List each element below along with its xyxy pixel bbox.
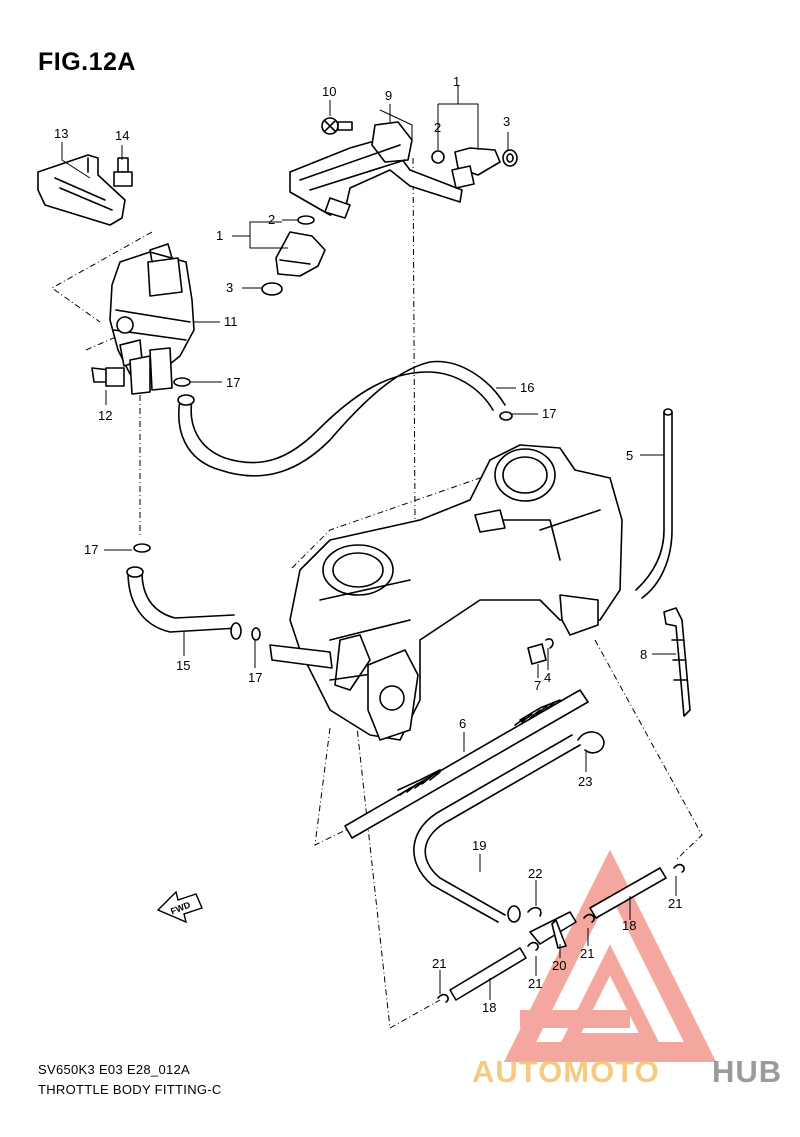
callout-22: 22 [528,866,542,881]
part-10-screw [321,117,353,135]
watermark-part1: AUTOMOTO [472,1054,660,1089]
callout-17: 17 [84,542,98,557]
fwd-arrow-icon: FWD [156,890,203,924]
callout-17: 17 [248,670,262,685]
part-1-injector-upper [431,147,518,189]
part-4-clip [545,638,554,649]
leader-lines [61,86,677,1000]
callout-numbers: 1 2 3 9 10 13 14 2 1 3 11 12 17 16 17 5 … [54,74,682,1015]
callout-5: 5 [626,448,633,463]
part-9-fuel-rail [289,121,463,219]
callout-8: 8 [640,647,647,662]
part-6-tube [344,689,589,839]
callout-1: 1 [453,74,460,89]
callout-19: 19 [472,838,486,853]
part-12-bolt [91,367,125,387]
callout-4: 4 [544,670,551,685]
part-14-bolt [113,157,133,187]
part-5-hose [635,408,673,599]
callout-1: 1 [216,228,223,243]
part-7-cap [527,643,547,665]
model-code: SV650K3 E03 E28_012A [38,1062,191,1077]
callout-3: 3 [503,114,510,129]
callout-2: 2 [268,212,275,227]
watermark-part2: HUB [712,1054,782,1089]
callout-13: 13 [54,126,68,141]
callout-20: 20 [552,958,566,973]
part-18-tube-lower [449,947,527,1001]
figure-title: FIG.12A [38,48,136,76]
callout-17: 17 [226,375,240,390]
callout-15: 15 [176,658,190,673]
callout-21: 21 [432,956,446,971]
callout-10: 10 [322,84,336,99]
callout-14: 14 [115,128,129,143]
callout-11: 11 [224,314,238,329]
part-21-clips [437,863,685,1003]
part-8-connector [663,607,691,717]
callout-18: 18 [622,918,636,933]
callout-12: 12 [98,408,112,423]
callout-21: 21 [528,976,542,991]
part-23-clamp [577,731,605,754]
callout-7: 7 [534,678,541,693]
callout-3: 3 [226,280,233,295]
callout-2: 2 [434,120,441,135]
watermark-text: AUTOMOTO HUB [472,1054,782,1089]
callout-17: 17 [542,406,556,421]
callout-21: 21 [580,946,594,961]
part-18-tube-upper [589,867,667,919]
part-16-hose [177,360,506,477]
watermark-logo [503,849,717,1062]
part-19-hose [413,734,581,923]
part-1-injector-lower [261,215,326,296]
part-22-clip [527,906,542,917]
callout-9: 9 [385,88,392,103]
part-13-bracket [37,154,126,226]
callout-21: 21 [668,896,682,911]
part-15-hose [126,566,242,640]
callout-23: 23 [578,774,592,789]
part-11-valve [109,243,195,395]
part-20-joint [529,911,577,949]
callout-6: 6 [459,716,466,731]
section-name: THROTTLE BODY FITTING-C [38,1082,222,1097]
callout-18: 18 [482,1000,496,1015]
throttle-body-assembly [269,444,623,741]
callout-16: 16 [520,380,534,395]
